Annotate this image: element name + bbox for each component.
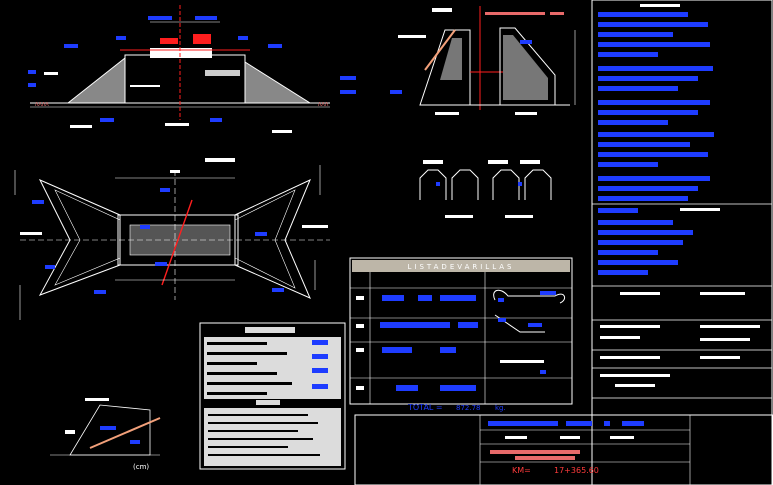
units-note: (cm) (133, 463, 149, 471)
station-value: 17+365.60 (554, 466, 599, 475)
rebar-shape-details (419, 160, 552, 218)
station-label: KM= (512, 466, 531, 475)
rebar-total-unit: kg. (495, 404, 506, 412)
rebar-list-table: LISTADEVARILLAS TOTAL = 872.78 kg. (349, 257, 573, 412)
wingwall-section (390, 6, 576, 115)
culvert-cross-section: ᐱᐱᐱᐱ ᐱᐱᐱ (28, 5, 356, 133)
culvert-plan-view (14, 158, 330, 320)
title-block: KM= 17+365.60 (354, 414, 773, 485)
rebar-table-title: LISTADEVARILLAS (408, 263, 515, 271)
svg-text:ᐱᐱᐱ: ᐱᐱᐱ (318, 102, 329, 108)
general-notes-column (591, 0, 773, 485)
rebar-total-value: 872.78 (456, 404, 481, 412)
wingwall-angle-detail: (cm) (50, 398, 161, 471)
quantities-notes-panel (199, 322, 346, 470)
rebar-total-label: TOTAL = (407, 403, 443, 412)
svg-text:ᐱᐱᐱᐱ: ᐱᐱᐱᐱ (35, 102, 49, 108)
